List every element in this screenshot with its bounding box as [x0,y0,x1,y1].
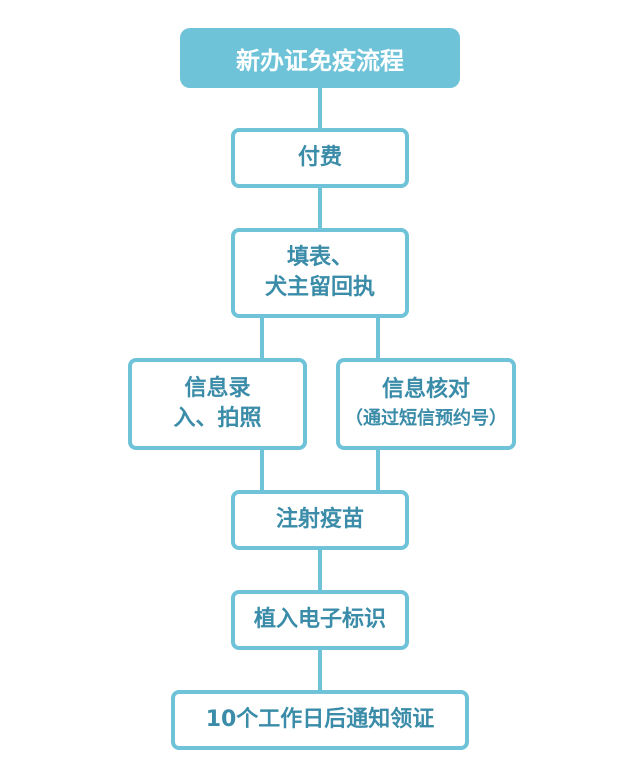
connector-fill-verify [376,316,380,360]
connector-verify-vaccine [376,448,380,492]
step-notify: 10个工作日后通知领证 [171,690,469,750]
step-info-verify: 信息核对 （通过短信预约号） [336,358,516,450]
step-fill-form: 填表、 犬主留回执 [231,228,409,318]
connector-title-pay [318,86,322,130]
step-info-entry-line2: 入、拍照 [173,406,262,431]
connector-entry-vaccine [260,448,264,492]
flow-title: 新办证免疫流程 [180,28,460,88]
step-info-verify-line1: 信息核对 [381,377,470,402]
step-pay: 付费 [231,128,409,188]
step-pay-label: 付费 [297,145,342,170]
step-info-verify-line2: （通过短信预约号） [345,408,507,429]
connector-vaccine-chip [318,548,322,592]
flow-title-text: 新办证免疫流程 [236,46,404,75]
connector-pay-fill [318,186,322,230]
step-fill-form-line2: 犬主留回执 [264,275,375,300]
connector-chip-notify [318,648,322,692]
step-microchip: 植入电子标识 [231,590,409,650]
step-vaccine-label: 注射疫苗 [275,507,364,532]
step-microchip-label: 植入电子标识 [253,607,386,632]
step-fill-form-line1: 填表、 [286,245,353,270]
step-info-entry: 信息录 入、拍照 [128,358,307,450]
step-notify-label: 10个工作日后通知领证 [205,707,435,732]
step-info-entry-line1: 信息录 [184,376,251,401]
connector-fill-entry [260,316,264,360]
step-vaccine: 注射疫苗 [231,490,409,550]
